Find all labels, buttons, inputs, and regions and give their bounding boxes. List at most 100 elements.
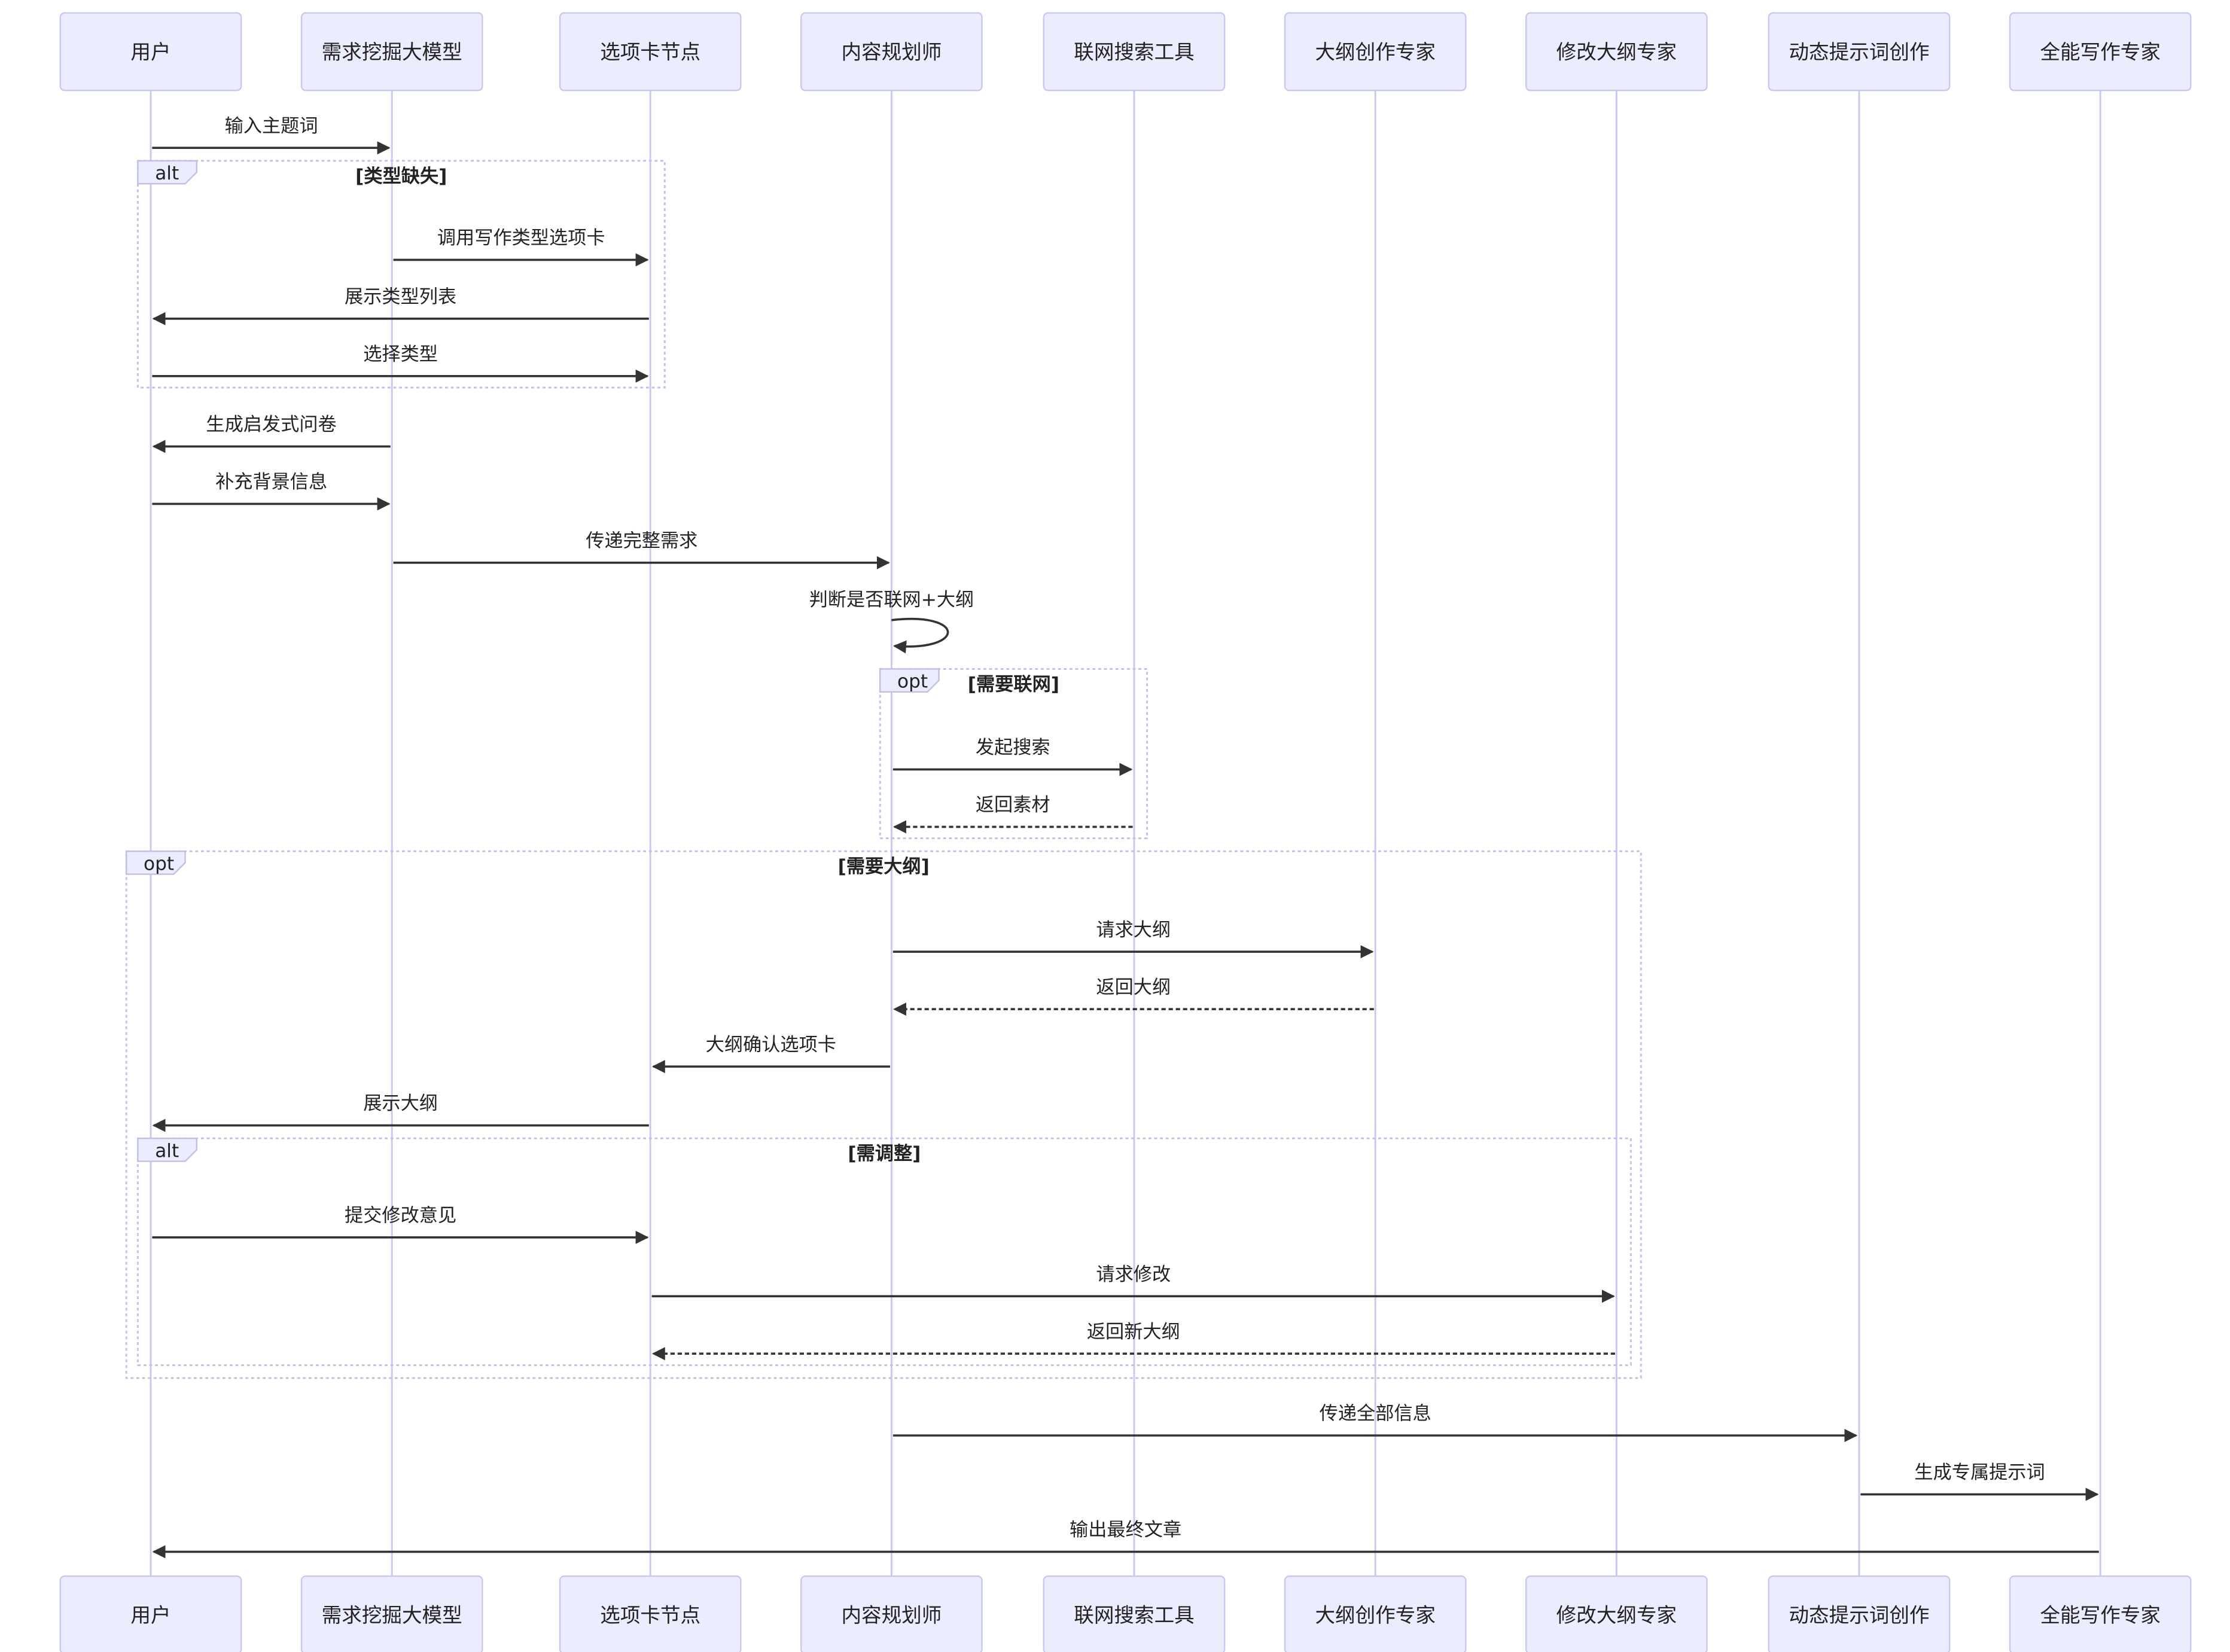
actor-planner-top: 内容规划师 — [800, 12, 983, 92]
actor-label: 全能写作专家 — [2040, 1604, 2160, 1627]
message-label: 生成启发式问卷 — [206, 414, 336, 435]
message-m1: 输入主题词 — [152, 115, 391, 155]
message-m3: 展示类型列表 — [152, 286, 649, 325]
actor-revise-top: 修改大纲专家 — [1525, 12, 1708, 92]
message-m14: 展示大纲 — [152, 1093, 649, 1132]
message-m13: 大纲确认选项卡 — [651, 1034, 890, 1074]
actor-outline-top: 大纲创作专家 — [1284, 12, 1467, 92]
actor-search-bottom: 联网搜索工具 — [1043, 1575, 1226, 1652]
fragment-opt-f2: opt[需要联网] — [879, 667, 1148, 840]
actor-writer-top: 全能写作专家 — [2009, 12, 2192, 92]
message-label: 选择类型 — [363, 343, 438, 365]
fragment-frame — [879, 667, 1148, 840]
message-m8: 判断是否联网+大纲 — [809, 589, 974, 654]
fragment-kind: alt — [155, 1140, 179, 1162]
message-label: 输出最终文章 — [1070, 1519, 1181, 1541]
messages-layer: 输入主题词调用写作类型选项卡展示类型列表选择类型生成启发式问卷补充背景信息传递完… — [152, 115, 2099, 1559]
actor-box — [1525, 1575, 1708, 1652]
actor-box — [59, 12, 242, 92]
actor-label: 选项卡节点 — [600, 1604, 700, 1627]
message-m20: 输出最终文章 — [152, 1519, 2099, 1559]
actor-revise-bottom: 修改大纲专家 — [1525, 1575, 1708, 1652]
fragment-frame — [136, 160, 666, 389]
actor-box — [1284, 12, 1467, 92]
message-m16: 请求修改 — [651, 1264, 1615, 1303]
actor-label: 内容规划师 — [841, 40, 942, 63]
actor-label: 动态提示词创作 — [1789, 1604, 1929, 1627]
actor-box — [2009, 12, 2192, 92]
message-m7: 传递完整需求 — [393, 530, 890, 569]
actor-planner-bottom: 内容规划师 — [800, 1575, 983, 1652]
message-label: 请求大纲 — [1096, 919, 1171, 941]
message-m19: 生成专属提示词 — [1860, 1462, 2099, 1501]
message-m12: 返回大纲 — [892, 977, 1374, 1016]
message-m15: 提交修改意见 — [152, 1205, 649, 1244]
actor-label: 需求挖掘大模型 — [322, 40, 462, 63]
message-label: 补充背景信息 — [215, 471, 327, 493]
lifelines-layer — [150, 90, 2101, 1577]
message-m11: 请求大纲 — [892, 919, 1374, 959]
actor-tabnode-top: 选项卡节点 — [559, 12, 742, 92]
actor-box — [559, 1575, 742, 1652]
actor-box — [2009, 1575, 2192, 1652]
fragment-kind: opt — [897, 671, 928, 693]
message-label: 传递全部信息 — [1320, 1403, 1431, 1425]
fragment-opt-f3: opt[需要大纲] — [125, 850, 1642, 1379]
actor-box — [300, 1575, 483, 1652]
message-m2: 调用写作类型选项卡 — [393, 227, 649, 267]
actor-miner-top: 需求挖掘大模型 — [300, 12, 483, 92]
actor-box — [1768, 12, 1951, 92]
actor-tabnode-bottom: 选项卡节点 — [559, 1575, 742, 1652]
self-call-arrow — [891, 618, 949, 654]
message-m5: 生成启发式问卷 — [152, 414, 391, 453]
message-m18: 传递全部信息 — [892, 1403, 1858, 1442]
actor-box — [1525, 12, 1708, 92]
actor-user-top: 用户 — [59, 12, 242, 92]
actor-box — [800, 12, 983, 92]
message-m4: 选择类型 — [152, 343, 649, 383]
message-label: 生成专属提示词 — [1914, 1462, 2045, 1483]
actor-box — [59, 1575, 242, 1652]
actor-search-top: 联网搜索工具 — [1043, 12, 1226, 92]
actor-label: 全能写作专家 — [2040, 40, 2160, 63]
fragment-alt-f1: alt[类型缺失] — [136, 160, 666, 389]
message-label: 展示类型列表 — [345, 286, 456, 307]
message-m10: 返回素材 — [892, 794, 1133, 834]
message-label: 展示大纲 — [363, 1093, 438, 1114]
fragment-tab — [126, 851, 186, 875]
fragments-layer: alt[类型缺失]opt[需要联网]opt[需要大纲]alt[需调整] — [125, 160, 1642, 1379]
actor-label: 大纲创作专家 — [1315, 1604, 1435, 1627]
actor-box — [1768, 1575, 1951, 1652]
actor-label: 用户 — [130, 1604, 170, 1627]
actor-box — [1043, 1575, 1226, 1652]
message-m9: 发起搜索 — [892, 737, 1133, 776]
message-label: 提交修改意见 — [345, 1205, 456, 1226]
fragment-kind: opt — [144, 853, 174, 874]
message-label: 输入主题词 — [225, 115, 318, 137]
actor-box — [1043, 12, 1226, 92]
fragment-frame — [125, 850, 1642, 1379]
message-m6: 补充背景信息 — [152, 471, 391, 511]
actor-miner-bottom: 需求挖掘大模型 — [300, 1575, 483, 1652]
actor-writer-bottom: 全能写作专家 — [2009, 1575, 2192, 1652]
actor-box — [1284, 1575, 1467, 1652]
actor-prompt-bottom: 动态提示词创作 — [1768, 1575, 1951, 1652]
fragment-tab — [879, 668, 940, 693]
message-label: 返回素材 — [976, 794, 1050, 816]
fragment-tab — [137, 1138, 197, 1162]
actor-label: 内容规划师 — [841, 1604, 942, 1627]
actor-label: 用户 — [130, 40, 170, 63]
actor-label: 修改大纲专家 — [1556, 40, 1677, 63]
fragment-tab — [137, 160, 197, 185]
actor-label: 动态提示词创作 — [1789, 40, 1929, 63]
message-label: 返回大纲 — [1096, 977, 1171, 998]
message-label: 请求修改 — [1096, 1264, 1171, 1285]
message-m17: 返回新大纲 — [651, 1321, 1615, 1361]
message-label: 判断是否联网+大纲 — [809, 589, 974, 611]
actor-prompt-top: 动态提示词创作 — [1768, 12, 1951, 92]
actor-label: 需求挖掘大模型 — [322, 1604, 462, 1627]
message-label: 返回新大纲 — [1087, 1321, 1180, 1343]
actors-layer: 用户用户需求挖掘大模型需求挖掘大模型选项卡节点选项卡节点内容规划师内容规划师联网… — [59, 12, 2192, 1652]
